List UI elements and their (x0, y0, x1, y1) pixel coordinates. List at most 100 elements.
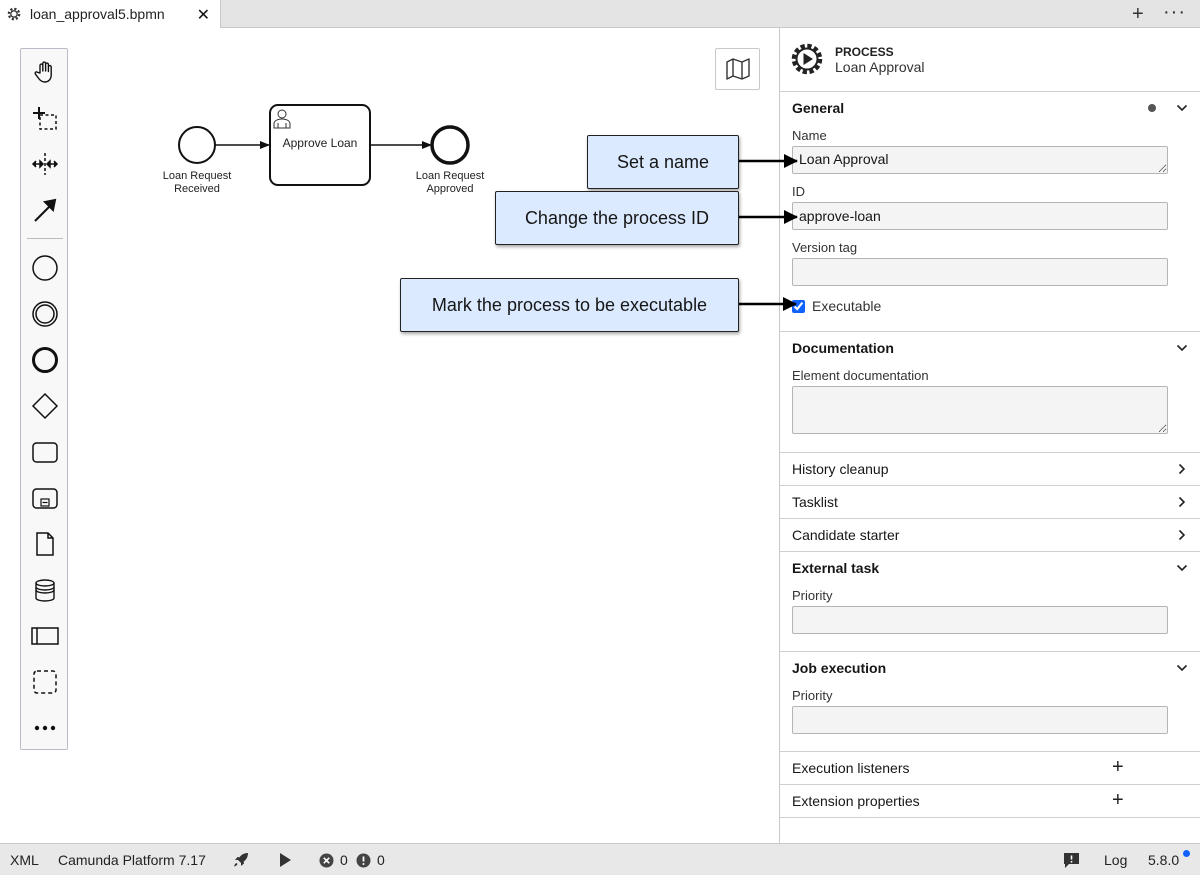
group-general-title: General (792, 100, 845, 116)
properties-panel: PROCESS Loan Approval General Name ID Ve… (779, 28, 1200, 843)
has-data-indicator (1148, 104, 1156, 112)
intermediate-event-icon[interactable] (30, 299, 60, 329)
version-tag-label: Version tag (792, 240, 858, 255)
platform-version[interactable]: Camunda Platform 7.17 (58, 852, 206, 868)
warning-icon[interactable] (356, 853, 371, 868)
id-label: ID (792, 184, 805, 199)
play-icon[interactable] (278, 852, 292, 868)
callout-set-name: Set a name (587, 135, 739, 189)
add-execution-listener-button[interactable]: + (1112, 756, 1124, 778)
close-icon[interactable]: ✕ (196, 7, 210, 24)
group-tasklist-title: Tasklist (792, 494, 838, 510)
add-extension-property-button[interactable]: + (1112, 789, 1124, 811)
name-label: Name (792, 128, 827, 143)
tab-title: loan_approval5.bpmn (30, 6, 165, 22)
pool-icon[interactable] (30, 621, 60, 651)
group-external-task: External task Priority (780, 552, 1200, 652)
data-object-icon[interactable] (30, 529, 60, 559)
data-store-icon[interactable] (30, 575, 60, 605)
gear-icon (7, 7, 21, 21)
group-external-task-header[interactable]: External task (780, 552, 1200, 584)
map-icon (725, 58, 750, 80)
element-name: Loan Approval (835, 59, 925, 75)
executable-checkbox[interactable] (792, 299, 805, 313)
group-job-execution-header[interactable]: Job execution (780, 652, 1200, 684)
callout-executable: Mark the process to be executable (400, 278, 739, 332)
group-execution-listeners: Execution listeners + (780, 752, 1200, 785)
properties-header: PROCESS Loan Approval (780, 28, 1200, 92)
gateway-icon[interactable] (30, 391, 60, 421)
group-documentation-title: Documentation (792, 340, 894, 356)
group-general-header[interactable]: General (780, 92, 1200, 124)
more-tools-icon[interactable] (30, 713, 60, 743)
external-task-priority-label: Priority (792, 588, 833, 603)
end-event-icon[interactable] (30, 345, 60, 375)
group-job-execution: Job execution Priority (780, 652, 1200, 752)
space-tool-icon[interactable] (30, 149, 60, 179)
plus-icon[interactable]: + (1132, 3, 1144, 25)
xml-tab[interactable]: XML (10, 852, 39, 868)
tab-loan-approval[interactable]: loan_approval5.bpmn ✕ (0, 0, 221, 28)
error-count[interactable]: 0 (340, 852, 348, 868)
group-execution-listeners-header[interactable]: Execution listeners + (780, 752, 1200, 784)
group-job-execution-title: Job execution (792, 660, 887, 676)
start-event-icon[interactable] (30, 253, 60, 283)
chevron-down-icon (1176, 104, 1188, 112)
element-documentation-input[interactable] (792, 386, 1168, 434)
external-task-priority-input[interactable] (792, 606, 1168, 634)
log-button[interactable]: Log (1104, 852, 1128, 868)
version-tag-input[interactable] (792, 258, 1168, 286)
callout-change-id: Change the process ID (495, 191, 739, 245)
bpmn-diagram (178, 104, 470, 186)
lasso-tool-icon[interactable] (30, 103, 60, 133)
group-candidate-starter-title: Candidate starter (792, 527, 900, 543)
user-task-icon (273, 109, 291, 129)
tab-bar: loan_approval5.bpmn ✕ + ··· (0, 0, 1200, 28)
subprocess-icon[interactable] (30, 483, 60, 513)
chevron-down-icon (1176, 344, 1188, 352)
minimap-toggle-button[interactable] (715, 48, 760, 90)
group-history-cleanup-title: History cleanup (792, 461, 889, 477)
chevron-down-icon (1176, 664, 1188, 672)
group-execution-listeners-title: Execution listeners (792, 760, 910, 776)
chevron-right-icon (1178, 463, 1186, 475)
group-tasklist: Tasklist (780, 486, 1200, 519)
group-tasklist-header[interactable]: Tasklist (780, 486, 1200, 518)
name-input[interactable] (792, 146, 1168, 174)
process-icon (791, 43, 823, 75)
group-extension-properties-header[interactable]: Extension properties + (780, 785, 1200, 817)
job-execution-priority-input[interactable] (792, 706, 1168, 734)
executable-row: Executable (780, 296, 1200, 316)
warning-count[interactable]: 0 (377, 852, 385, 868)
diagram-canvas[interactable]: Loan Request Received Approve Loan Loan … (0, 28, 779, 843)
more-icon[interactable]: ··· (1163, 1, 1186, 23)
chevron-down-icon (1176, 564, 1188, 572)
group-documentation-header[interactable]: Documentation (780, 332, 1200, 364)
error-icon[interactable] (319, 853, 334, 868)
end-event-label: Loan Request Approved (415, 170, 485, 195)
task-icon[interactable] (30, 437, 60, 467)
job-execution-priority-label: Priority (792, 688, 833, 703)
group-candidate-starter: Candidate starter (780, 519, 1200, 552)
connect-tool-icon[interactable] (30, 195, 60, 225)
chevron-right-icon (1178, 496, 1186, 508)
group-extension-properties: Extension properties + (780, 785, 1200, 818)
id-input[interactable] (792, 202, 1168, 230)
element-documentation-label: Element documentation (792, 368, 929, 383)
end-event-shape[interactable] (430, 125, 470, 165)
group-candidate-starter-header[interactable]: Candidate starter (780, 519, 1200, 551)
app-version[interactable]: 5.8.0 (1148, 852, 1180, 868)
group-extension-properties-title: Extension properties (792, 793, 920, 809)
group-history-cleanup: History cleanup (780, 453, 1200, 486)
group-icon[interactable] (30, 667, 60, 697)
tool-palette (20, 48, 68, 750)
task-label: Approve Loan (282, 136, 358, 150)
element-type: PROCESS (835, 45, 894, 59)
group-history-cleanup-header[interactable]: History cleanup (780, 453, 1200, 485)
hand-tool-icon[interactable] (30, 57, 60, 87)
feedback-icon[interactable] (1063, 852, 1080, 869)
start-event-label: Loan Request Received (162, 170, 232, 195)
start-event-shape[interactable] (178, 126, 216, 164)
chevron-right-icon (1178, 529, 1186, 541)
rocket-icon[interactable] (231, 850, 251, 870)
